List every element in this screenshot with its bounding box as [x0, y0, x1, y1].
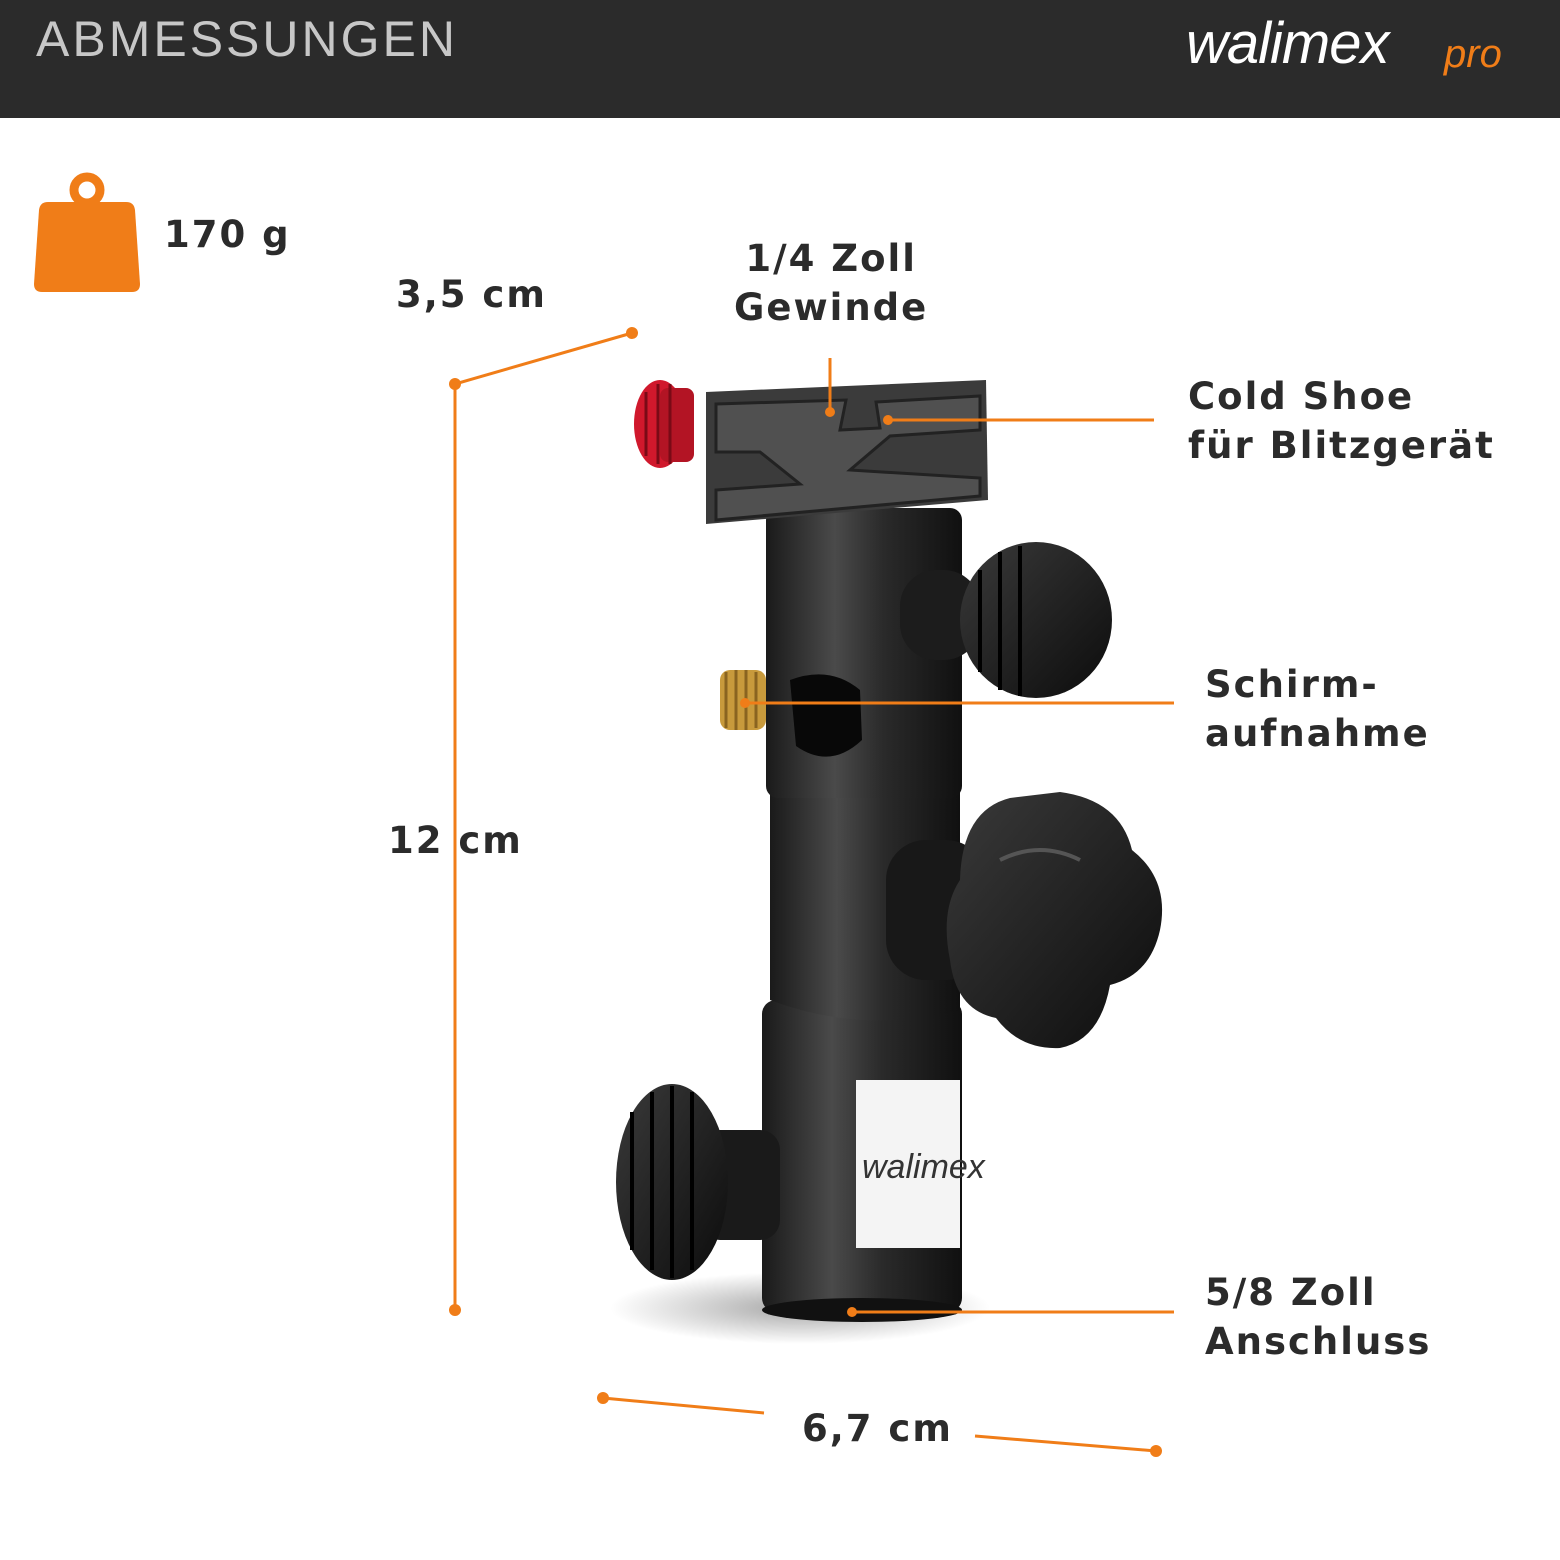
- weight-label: 170 g: [164, 213, 291, 256]
- sticker-text: walimex: [862, 1148, 986, 1186]
- brand-logo-sub: pro: [1444, 32, 1502, 76]
- header-bar: ABMESSUNGEN walimex pro: [0, 0, 1560, 118]
- cold-shoe-callout: Cold Shoe für Blitzgerät: [1188, 372, 1495, 470]
- umbrella-holder-callout-line-2: aufnahme: [1205, 712, 1430, 755]
- cold-shoe-callout-line-2: für Blitzgerät: [1188, 424, 1495, 467]
- height-dimension-label: 12 cm: [388, 819, 523, 862]
- width-dimension-label: 6,7 cm: [802, 1407, 953, 1450]
- thread-callout-line-1: 1/4 Zoll: [745, 237, 917, 280]
- cold-shoe-callout-line-1: Cold Shoe: [1188, 375, 1415, 418]
- umbrella-holder-callout: Schirm- aufnahme: [1205, 660, 1430, 758]
- connection-callout: 5/8 Zoll Anschluss: [1205, 1268, 1431, 1366]
- weight-icon: [34, 172, 140, 292]
- connection-callout-line-1: 5/8 Zoll: [1205, 1271, 1377, 1314]
- connection-callout-line-2: Anschluss: [1205, 1320, 1432, 1363]
- thread-callout-line-2: Gewinde: [734, 286, 929, 329]
- brand-logo: walimex pro: [1186, 4, 1536, 84]
- thread-callout: 1/4 Zoll Gewinde: [734, 234, 928, 332]
- brand-logo-main: walimex: [1186, 11, 1389, 76]
- page-title: ABMESSUNGEN: [36, 11, 458, 67]
- depth-dimension-label: 3,5 cm: [396, 273, 547, 316]
- umbrella-holder-callout-line-1: Schirm-: [1205, 663, 1379, 706]
